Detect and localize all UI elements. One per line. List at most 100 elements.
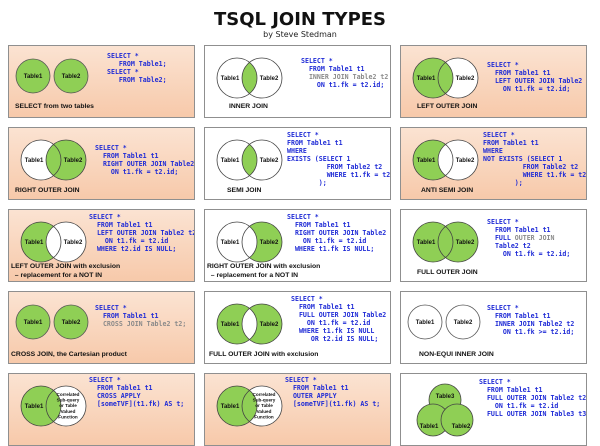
sql-token: SELECT * (479, 378, 511, 386)
table2-circle (53, 58, 89, 94)
table1-label: Table1 (25, 240, 44, 246)
sql-line: INNER JOIN Table2 t2 (301, 73, 388, 81)
sql-line: ON t1.fk = t2.id (287, 237, 390, 245)
sql-line: SELECT * (479, 378, 586, 386)
sql-line: ON t1.fk >= t2.id; (487, 328, 574, 336)
join-caption: LEFT OUTER JOIN with exclusion – replace… (11, 262, 120, 280)
sql-line: [someTVF](t1.fk) AS t; (89, 400, 184, 408)
intersection-area (438, 222, 453, 262)
sql-token: FROM Table2 t2 (483, 163, 579, 171)
sql-line: SELECT * (483, 131, 586, 139)
sql-line: ON t1.fk = t2.id (479, 402, 586, 410)
sql-token: FULL OUTER JOIN Table3 t3 (479, 410, 587, 418)
sql-token: WHERE (287, 147, 307, 155)
sql-token: FROM Table1 t1 (287, 139, 343, 147)
sql-token: FROM Table1 t1 (487, 312, 551, 320)
intersection-area (438, 58, 453, 98)
table1-label: Table1 (24, 74, 43, 80)
table1-label: Table1 (417, 76, 436, 82)
sql-line: FROM Table1 t1 (89, 221, 194, 229)
sql-line: FROM Table1 t1 (487, 69, 586, 77)
sql-line: ); (287, 179, 390, 187)
table1-label: Table1 (221, 322, 240, 328)
sql-code: SELECT * FROM Table1 t1 FULL OUTER JOIN … (487, 218, 570, 258)
table2-label: Table2 (260, 76, 279, 82)
sql-token: FROM Table1 t1 (95, 312, 159, 320)
caption-line: NON-EQUI INNER JOIN (419, 351, 494, 358)
sql-token: SELECT * (483, 131, 515, 139)
sql-token: SELECT * (301, 57, 333, 65)
sql-line: FROM Table1 t1 (287, 221, 390, 229)
sql-token: FROM Table2; (107, 76, 167, 84)
sql-line: SELECT * (291, 295, 390, 303)
sql-token: FROM Table1 t1 (285, 384, 349, 392)
sql-line: FROM Table1 t1 (95, 312, 186, 320)
join-caption: RIGHT OUTER JOIN with exclusion – replac… (207, 262, 320, 280)
sql-line: FULL OUTER JOIN (487, 234, 570, 242)
sql-line: FROM Table1 t1 (291, 303, 390, 311)
join-caption: RIGHT OUTER JOIN (15, 186, 80, 195)
intersection-area (438, 140, 453, 180)
join-caption: FULL OUTER JOIN with exclusion (209, 350, 318, 359)
table1-circle (15, 304, 51, 340)
sql-token: SELECT * (287, 213, 319, 221)
sql-line: WHERE (287, 147, 390, 155)
sql-token: ON t1.fk = t2.id; (487, 85, 571, 93)
table1-label: Table1 (25, 158, 44, 164)
correlated-label: Sub-query (253, 398, 276, 403)
intersection-area (242, 140, 257, 180)
table1-label: Table1 (221, 240, 240, 246)
table2-circle (445, 304, 481, 340)
sql-token: ON t1.fk >= t2.id; (487, 328, 575, 336)
table1-label: Table1 (221, 76, 240, 82)
sql-line: SELECT * (487, 61, 586, 69)
sql-line: [someTVF](t1.fk) AS t; (285, 400, 380, 408)
sql-line: SELECT * (95, 304, 186, 312)
sql-line: FULL OUTER JOIN Table3 t3 (479, 410, 586, 418)
caption-line: LEFT OUTER JOIN (417, 103, 478, 110)
page-title: TSQL JOIN TYPES (213, 9, 387, 30)
caption-line: SEMI JOIN (227, 187, 262, 194)
sql-line: INNER JOIN Table2 t2 (487, 320, 574, 328)
sql-token: SELECT * (487, 218, 519, 226)
sql-line: FROM Table1 t1 (301, 65, 388, 73)
sql-line: SELECT * (287, 213, 390, 221)
sql-token: OUTER JOIN (514, 234, 555, 242)
sql-code: SELECT * FROM Table1 t1 OUTER APPLY [som… (285, 376, 380, 408)
table1-label: Table1 (221, 158, 240, 164)
sql-token: INNER JOIN Table2 t2 (301, 73, 389, 81)
sql-line: SELECT * (89, 213, 194, 221)
sql-token: LEFT OUTER JOIN Table2 t2 (487, 77, 587, 85)
sql-line: WHERE t1.fk = t2.id (287, 171, 390, 179)
correlated-label: Valued (61, 409, 76, 414)
table2-label: Table2 (452, 424, 471, 430)
sql-line: FULL OUTER JOIN Table2 t2 (291, 311, 390, 319)
sql-line: FROM Table1 t1 (479, 386, 586, 394)
sql-line: ON t1.fk = t2.id (89, 237, 194, 245)
sql-code: SELECT * FROM Table1 t1 CROSS APPLY [som… (89, 376, 184, 408)
sql-token: FROM Table1 t1 (287, 221, 351, 229)
sql-token: SELECT * (285, 376, 317, 384)
sql-token: ON t1.fk = t2.id; (487, 250, 571, 258)
sql-code: SELECT * FROM Table1 t1 CROSS JOIN Table… (95, 304, 186, 328)
table2-label: Table2 (260, 322, 279, 328)
sql-token: [someTVF](t1.fk) AS t; (89, 400, 185, 408)
sql-line: SELECT * (285, 376, 380, 384)
table1-label: Table1 (420, 424, 439, 430)
sql-token: FROM Table1 t1 (479, 386, 543, 394)
correlated-label: or Table (255, 403, 273, 408)
sql-token: OR t2.id IS NULL; (291, 335, 379, 343)
table1-label: Table1 (416, 320, 435, 326)
